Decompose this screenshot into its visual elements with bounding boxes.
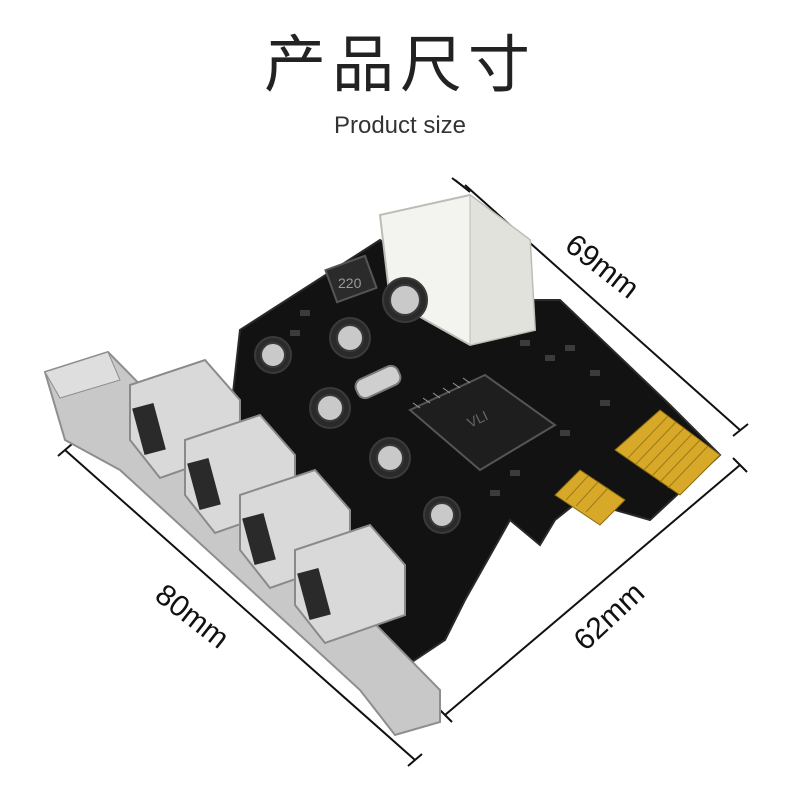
controller-chip: VLI xyxy=(408,373,557,472)
dimension-line-80mm xyxy=(57,443,423,767)
inductor: 220 xyxy=(324,254,378,304)
inductor-marking: 220 xyxy=(338,275,362,291)
page-title: 产品尺寸 xyxy=(263,28,536,101)
capacitors xyxy=(254,277,461,534)
pcie-gold-finger xyxy=(554,409,721,526)
page-subtitle: Product size xyxy=(333,112,467,139)
smd-components xyxy=(290,310,610,496)
usb-port-4 xyxy=(294,523,406,645)
crystal-oscillator xyxy=(354,364,402,400)
